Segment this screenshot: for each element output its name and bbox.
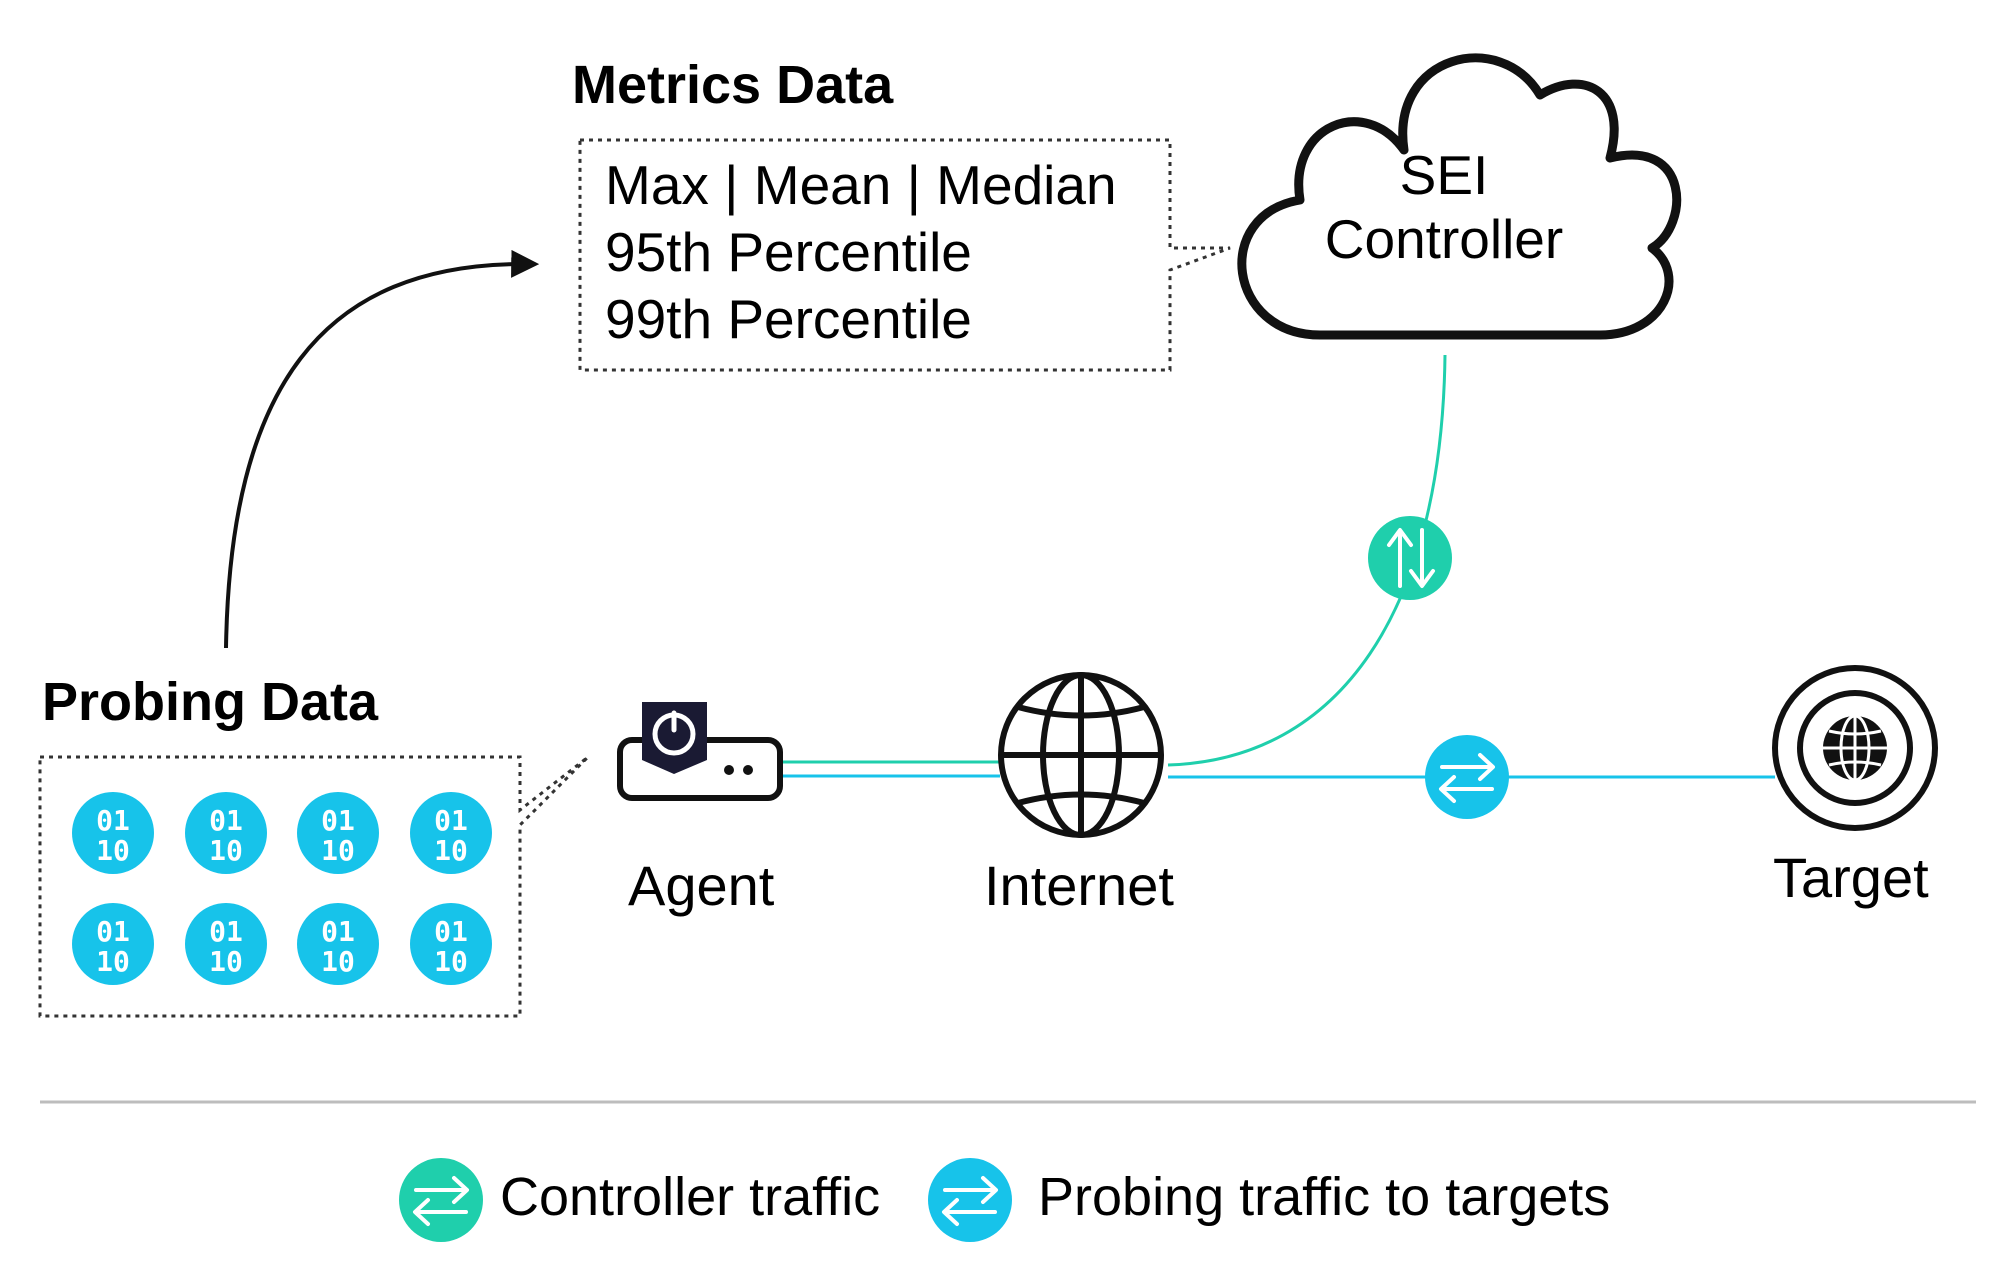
- controller-label-line2: Controller: [1324, 208, 1564, 270]
- legend-probing-label: Probing traffic to targets: [1038, 1167, 1611, 1227]
- svg-text:01: 01: [96, 804, 130, 837]
- svg-text:01: 01: [434, 804, 468, 837]
- svg-text:10: 10: [96, 834, 130, 867]
- legend-controller-icon: [399, 1158, 483, 1242]
- svg-text:10: 10: [321, 945, 355, 978]
- swap-vertical-icon: [1368, 516, 1452, 600]
- svg-text:10: 10: [96, 945, 130, 978]
- svg-text:01: 01: [209, 915, 243, 948]
- flow-arrow: [224, 249, 540, 649]
- globe-icon: [998, 672, 1164, 838]
- svg-text:10: 10: [434, 945, 468, 978]
- metrics-callout-box: [578, 138, 1231, 372]
- agent-device-icon: [617, 702, 783, 801]
- svg-text:01: 01: [96, 915, 130, 948]
- svg-text:10: 10: [321, 834, 355, 867]
- metric-line-2: 95th Percentile: [605, 221, 972, 283]
- svg-text:10: 10: [434, 834, 468, 867]
- svg-text:01: 01: [434, 915, 468, 948]
- controller-traffic-line: [1167, 354, 1447, 767]
- svg-text:01: 01: [321, 804, 355, 837]
- svg-text:10: 10: [209, 945, 243, 978]
- svg-text:10: 10: [209, 834, 243, 867]
- metric-line-1: Max | Mean | Median: [605, 154, 1117, 216]
- metric-line-3: 99th Percentile: [605, 288, 972, 350]
- agent-label: Agent: [628, 854, 775, 917]
- controller-label-line1: SEI: [1399, 144, 1489, 206]
- target-globe-icon: [1772, 665, 1938, 831]
- cloud-icon: [1237, 53, 1682, 340]
- svg-text:01: 01: [321, 915, 355, 948]
- target-label: Target: [1773, 846, 1929, 909]
- internet-label: Internet: [984, 854, 1174, 917]
- probing-title: Probing Data: [42, 672, 379, 732]
- metrics-title: Metrics Data: [572, 55, 894, 115]
- legend-controller-label: Controller traffic: [500, 1167, 881, 1227]
- legend-probing-icon: [928, 1158, 1012, 1242]
- swap-horizontal-icon: [1425, 735, 1509, 819]
- svg-text:01: 01: [209, 804, 243, 837]
